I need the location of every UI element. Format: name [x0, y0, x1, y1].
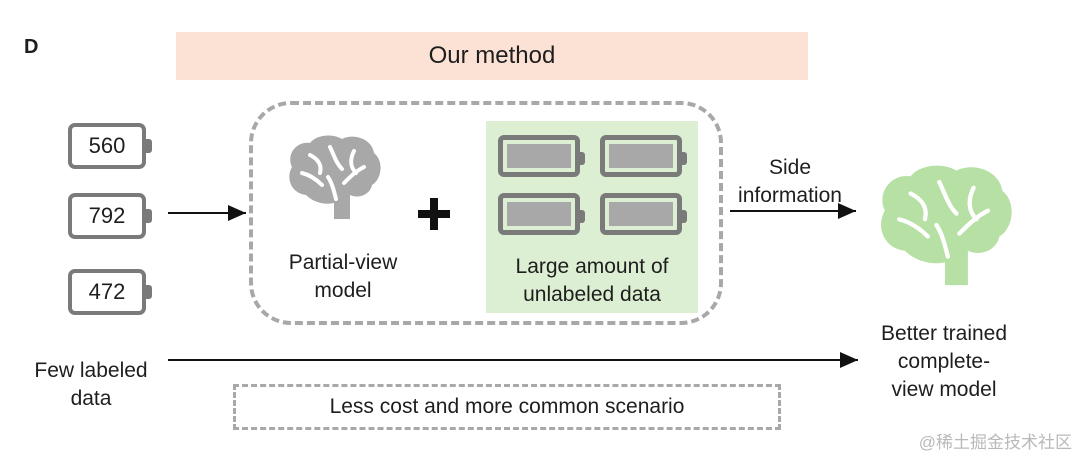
method-title: Our method — [428, 42, 556, 69]
method-banner: Our method — [176, 32, 808, 80]
complete-model-line-1: Better trained — [880, 322, 1008, 345]
complete-model-line-3: view model — [891, 378, 997, 401]
unlabeled-battery-icon — [600, 135, 687, 177]
unlabeled-line-1: Large amount of — [515, 255, 669, 278]
few-labeled-line-1: Few labeled — [34, 359, 148, 382]
scenario-box: Less cost and more common scenario — [233, 384, 781, 430]
side-information-label: Side information — [728, 154, 852, 210]
method-dashed-box — [249, 101, 723, 325]
watermark: @稀土掘金技术社区 — [918, 433, 1072, 452]
unlabeled-line-2: unlabeled data — [523, 283, 661, 306]
complete-model-label: Better trained complete- view model — [856, 320, 1032, 404]
partial-model-label: Partial-view model — [270, 249, 416, 305]
unlabeled-battery-icon — [498, 193, 585, 235]
battery-value: 792 — [88, 203, 126, 228]
scenario-text: Less cost and more common scenario — [329, 395, 685, 418]
partial-view-brain-icon — [289, 135, 381, 219]
labeled-battery-3: 472 — [68, 269, 152, 315]
unlabeled-battery-icon — [498, 135, 585, 177]
partial-model-line-1: Partial-view — [288, 251, 398, 274]
labeled-battery-1: 560 — [68, 123, 152, 169]
few-labeled-line-2: data — [70, 387, 112, 410]
plus-icon — [418, 198, 450, 230]
panel-letter: D — [24, 36, 39, 58]
few-labeled-label: Few labeled data — [16, 357, 166, 413]
battery-value: 560 — [88, 133, 126, 158]
side-information-line-1: Side — [768, 156, 812, 179]
labeled-battery-2: 792 — [68, 193, 152, 239]
side-information-line-2: information — [738, 184, 842, 207]
complete-view-brain-icon — [881, 165, 1012, 286]
battery-value: 472 — [88, 279, 126, 304]
complete-model-line-2: complete- — [897, 350, 991, 373]
partial-model-line-2: model — [314, 279, 372, 302]
unlabeled-data-label: Large amount of unlabeled data — [486, 253, 698, 309]
unlabeled-battery-icon — [600, 193, 687, 235]
